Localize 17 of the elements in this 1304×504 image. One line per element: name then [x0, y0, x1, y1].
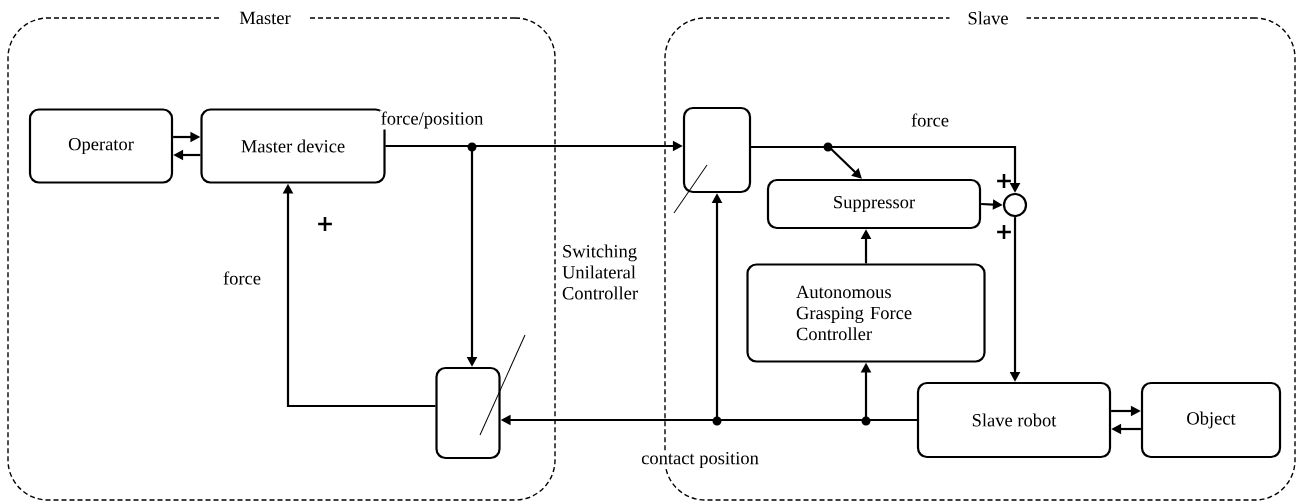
controller-label: Switching Unilateral Controller: [562, 244, 658, 300]
summing-junction: [1002, 192, 1028, 218]
edge-label: force/position: [379, 110, 485, 130]
process-box: Object: [1140, 381, 1282, 459]
process-box: Slave robot: [916, 381, 1112, 459]
process-box: Autonomous Grasping Force Controller: [746, 263, 986, 363]
edge-label: force: [222, 270, 262, 286]
sign-label: +: [318, 217, 332, 231]
edge-label: force: [910, 112, 950, 128]
switch-box: [673, 106, 752, 214]
sign-label: +: [997, 174, 1011, 188]
process-box: Suppressor: [766, 178, 982, 230]
switch-box: [435, 334, 526, 460]
sign-label: +: [997, 225, 1011, 239]
edge-label: contact position: [640, 450, 760, 470]
arrow: [751, 145, 862, 179]
process-box: Operator: [28, 108, 174, 184]
